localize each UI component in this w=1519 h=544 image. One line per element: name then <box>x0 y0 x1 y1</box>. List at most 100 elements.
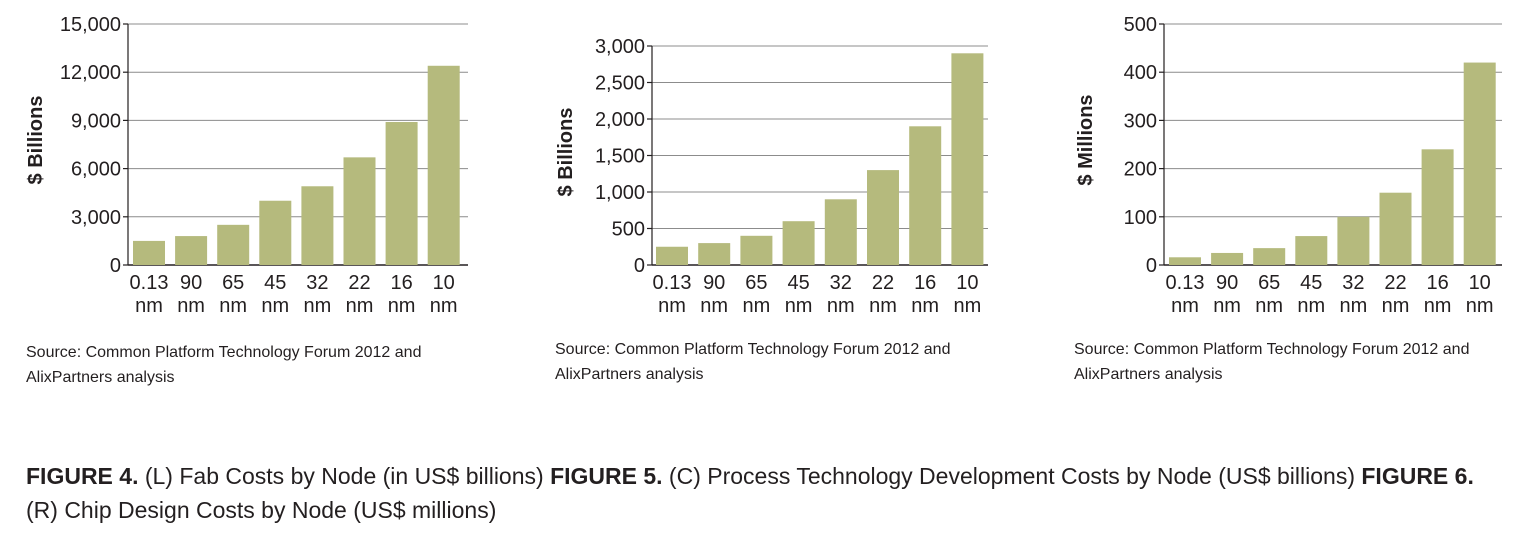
x-tick-label: 10 <box>433 272 455 294</box>
bar <box>824 199 857 265</box>
x-tick-label: 0.13 <box>653 272 692 294</box>
bar <box>1463 62 1496 266</box>
y-tick-label: 12,000 <box>60 62 121 84</box>
fab-costs-chart: 0 3,000 6,000 9,000 12,000 15,000 $ Billions 0.… <box>25 14 468 317</box>
y-tick-label: 3,000 <box>71 207 121 229</box>
bar <box>1379 192 1412 265</box>
y-axis-label: $ Millions <box>1075 94 1097 185</box>
x-tick-label: 22 <box>1384 272 1406 294</box>
y-tick-label: 6,000 <box>71 159 121 181</box>
bar <box>782 221 815 265</box>
x-tick-unit-label: nm <box>1213 295 1241 317</box>
y-tick-label: 500 <box>612 219 645 241</box>
bar <box>909 126 942 265</box>
x-tick-label: 45 <box>264 272 286 294</box>
figure-5-text: (C) Process Technology Development Costs… <box>662 463 1362 489</box>
y-tick-label: 2,500 <box>595 73 645 95</box>
x-tick-label: 22 <box>348 272 370 294</box>
bar <box>951 53 984 265</box>
x-tick-label: 22 <box>872 272 894 294</box>
y-axis-label: $ Billions <box>555 108 577 197</box>
x-tick-unit-label: nm <box>743 295 771 317</box>
y-tick-label: 9,000 <box>71 110 121 132</box>
bar <box>1337 216 1370 265</box>
x-tick-unit-label: nm <box>261 295 289 317</box>
x-tick-unit-label: nm <box>177 295 205 317</box>
x-tick-unit-label: nm <box>219 295 247 317</box>
bar <box>698 243 731 265</box>
bar <box>740 235 773 265</box>
bar <box>1169 257 1201 265</box>
x-tick-unit-label: nm <box>911 295 939 317</box>
x-tick-unit-label: nm <box>1297 295 1325 317</box>
y-tick-label: 2,000 <box>595 109 645 131</box>
bar <box>301 186 334 265</box>
x-tick-label: 32 <box>1342 272 1364 294</box>
y-tick-label: 400 <box>1124 62 1157 84</box>
x-tick-label: 65 <box>1258 272 1280 294</box>
x-tick-label: 0.13 <box>130 272 169 294</box>
x-tick-unit-label: nm <box>1255 295 1283 317</box>
source-note-center: Source: Common Platform Technology Forum… <box>555 337 950 387</box>
y-tick-label: 1,500 <box>595 146 645 168</box>
source-line-1: Source: Common Platform Technology Forum… <box>26 344 422 361</box>
bar <box>867 170 899 265</box>
figure-4-text: (L) Fab Costs by Node (in US$ billions) <box>138 463 551 489</box>
bar <box>656 246 688 265</box>
x-tick-label: 0.13 <box>1166 272 1205 294</box>
source-note-left: Source: Common Platform Technology Forum… <box>26 340 421 390</box>
bar <box>1421 149 1454 265</box>
figure-caption: FIGURE 4. (L) Fab Costs by Node (in US$ … <box>26 459 1496 527</box>
x-tick-unit-label: nm <box>388 295 416 317</box>
x-tick-label: 65 <box>222 272 244 294</box>
figure-6-label: FIGURE 6. <box>1361 463 1474 489</box>
y-tick-label: 15,000 <box>60 14 121 36</box>
bar <box>427 65 460 265</box>
x-tick-label: 16 <box>390 272 412 294</box>
y-tick-label: 500 <box>1124 14 1157 36</box>
x-tick-unit-label: nm <box>1466 295 1494 317</box>
x-tick-unit-label: nm <box>430 295 458 317</box>
x-tick-label: 10 <box>1469 272 1491 294</box>
source-line-2: AlixPartners analysis <box>1074 366 1223 383</box>
x-tick-unit-label: nm <box>658 295 686 317</box>
x-tick-unit-label: nm <box>1340 295 1368 317</box>
x-tick-unit-label: nm <box>700 295 728 317</box>
x-tick-unit-label: nm <box>1424 295 1452 317</box>
y-axis-label: $ Billions <box>25 96 47 185</box>
x-tick-label: 16 <box>1426 272 1448 294</box>
x-tick-label: 32 <box>306 272 328 294</box>
x-tick-unit-label: nm <box>1382 295 1410 317</box>
x-tick-unit-label: nm <box>1171 295 1199 317</box>
x-tick-label: 45 <box>1300 272 1322 294</box>
bar <box>133 240 165 265</box>
x-tick-label: 90 <box>703 272 725 294</box>
source-line-1: Source: Common Platform Technology Forum… <box>1074 341 1470 358</box>
x-tick-label: 16 <box>914 272 936 294</box>
x-tick-label: 90 <box>180 272 202 294</box>
figure-4-label: FIGURE 4. <box>26 463 139 489</box>
bar <box>343 157 376 265</box>
y-tick-label: 100 <box>1124 207 1157 229</box>
x-tick-unit-label: nm <box>785 295 813 317</box>
y-tick-label: 0 <box>110 255 121 277</box>
y-tick-label: 200 <box>1124 159 1157 181</box>
x-tick-label: 10 <box>956 272 978 294</box>
x-tick-unit-label: nm <box>304 295 332 317</box>
y-tick-label: 0 <box>634 255 645 277</box>
x-tick-label: 90 <box>1216 272 1238 294</box>
x-tick-unit-label: nm <box>346 295 374 317</box>
bar <box>1211 252 1244 265</box>
source-line-2: AlixPartners analysis <box>26 369 175 386</box>
x-tick-unit-label: nm <box>869 295 897 317</box>
bar <box>385 122 418 265</box>
x-tick-unit-label: nm <box>135 295 163 317</box>
y-tick-label: 3,000 <box>595 36 645 58</box>
bar <box>1253 248 1286 265</box>
bar <box>175 236 208 265</box>
x-tick-unit-label: nm <box>954 295 982 317</box>
source-line-2: AlixPartners analysis <box>555 366 704 383</box>
bar <box>259 200 292 265</box>
